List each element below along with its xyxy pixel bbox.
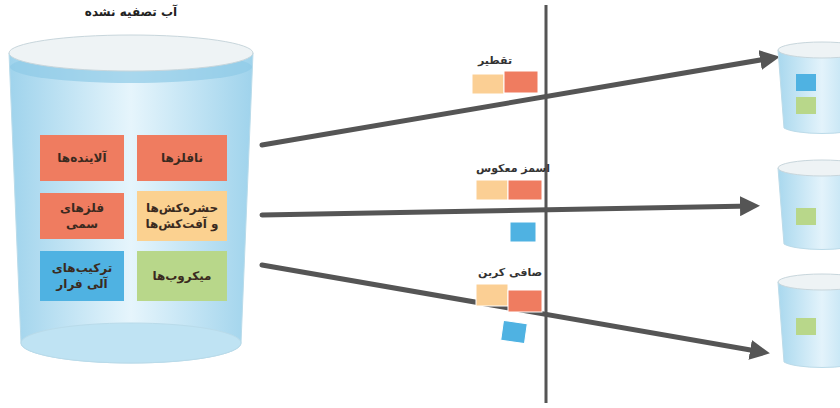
output-cups <box>778 42 840 368</box>
water-container: آب تصفیه نشده نافلزها آلاینده‌ها حشره‌کش‌ها… <box>5 5 257 370</box>
pollutant-label: نافلزها <box>161 150 203 166</box>
pollutant-box: فلزهای سمی <box>40 193 124 239</box>
pollutant-box: آلاینده‌ها <box>40 135 124 181</box>
pollutant-label: ترکیب‌های آلی فرار <box>44 260 120 292</box>
filter-method-label: اسمز معکوس <box>476 162 550 175</box>
container-outline <box>5 5 257 370</box>
filter-method-label: صافی کربن <box>478 266 542 279</box>
pollutant-label: حشره‌کش‌ها و آفت‌کش‌ها <box>141 200 223 232</box>
pollutant-label: آلاینده‌ها <box>57 150 106 166</box>
pollutant-label: میکروب‌ها <box>152 268 211 284</box>
pollutant-box: حشره‌کش‌ها و آفت‌کش‌ها <box>137 191 227 241</box>
container-title: آب تصفیه نشده <box>5 5 257 19</box>
pollutant-box: ترکیب‌های آلی فرار <box>40 251 124 301</box>
filter-line <box>545 5 548 403</box>
blocked-squares <box>472 71 542 344</box>
pollutant-box: نافلزها <box>137 135 227 181</box>
filter-method-label: تقطیر <box>478 54 512 67</box>
pollutant-label: فلزهای سمی <box>44 200 120 232</box>
pollutant-box: میکروب‌ها <box>137 251 227 301</box>
flow-arrows <box>262 58 772 352</box>
